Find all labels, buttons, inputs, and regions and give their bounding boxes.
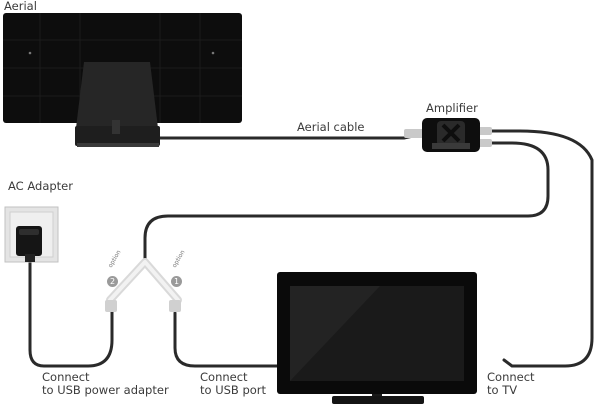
usb-power-cable — [28, 260, 114, 368]
connect-tv-line1: Connect — [487, 370, 535, 384]
aerial-device — [3, 13, 242, 147]
connect-usb-port-line1: Connect — [200, 370, 248, 384]
ac-adapter-device — [4, 206, 59, 263]
usb-cable — [143, 141, 550, 262]
connect-tv-line2: to TV — [487, 383, 518, 397]
option-2-badge: 2 — [107, 276, 118, 287]
aerial-label: Aerial — [4, 0, 37, 13]
connect-usb-power-adapter-line1: Connect — [42, 370, 90, 384]
ac-adapter-label: AC Adapter — [8, 179, 73, 193]
tv-device — [277, 272, 477, 404]
aerial-cable-label: Aerial cable — [297, 120, 365, 134]
amplifier-device — [404, 118, 492, 152]
connect-usb-port-line2: to USB port — [200, 383, 267, 397]
usb-port-cable — [173, 311, 280, 368]
connect-tv-label: Connect to TV — [487, 371, 535, 397]
usb-splitter — [105, 258, 182, 312]
aerial-cable — [128, 126, 424, 140]
connect-usb-power-adapter-line2: to USB power adapter — [42, 383, 169, 397]
amplifier-label: Amplifier — [426, 101, 478, 115]
option-1-badge: 1 — [171, 276, 182, 287]
tv-cable — [488, 129, 594, 368]
connect-usb-power-adapter-label: Connect to USB power adapter — [42, 371, 169, 397]
connect-usb-port-label: Connect to USB port — [200, 371, 266, 397]
